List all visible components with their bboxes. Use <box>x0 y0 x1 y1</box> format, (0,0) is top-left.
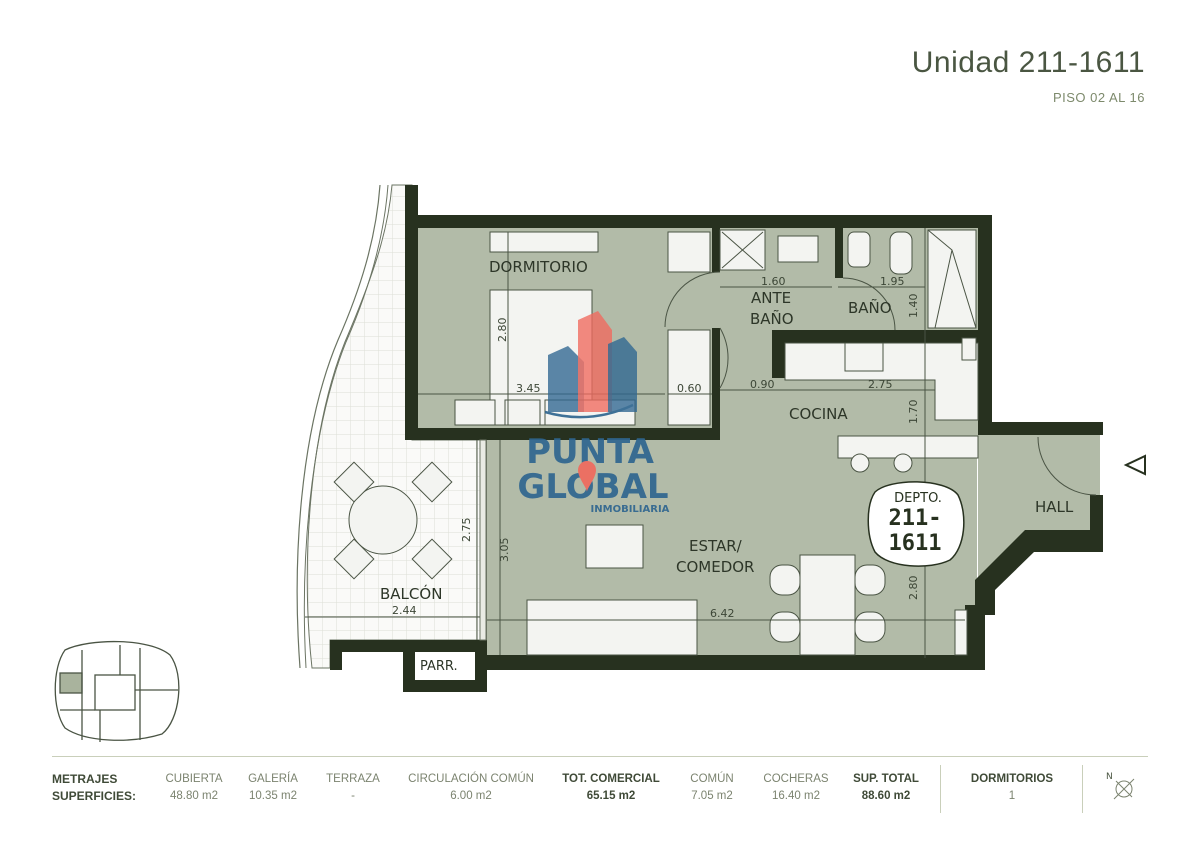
col-value: - <box>351 790 355 802</box>
room-dormitorio: DORMITORIO <box>489 258 588 276</box>
watermark-logo: PUNTA GLOBAL INMOBILIARIA <box>517 311 670 515</box>
col-value: 65.15 m2 <box>586 790 636 802</box>
col-value: 1 <box>1008 790 1016 802</box>
dim-bano-height: 1.40 <box>907 294 920 319</box>
balcony-railing-inner <box>303 184 389 669</box>
col-header: TOT. COMERCIAL <box>562 773 660 785</box>
room-bano: BAÑO <box>848 298 892 317</box>
watermark-line3: INMOBILIARIA <box>591 504 670 515</box>
room-labels: DORMITORIO ANTE BAÑO BAÑO COCINA ESTAR/ … <box>380 258 1074 674</box>
dim-bano-width: 1.95 <box>880 275 905 288</box>
col-terraza: TERRAZA - <box>322 771 384 805</box>
triangle-left-icon <box>1123 454 1146 476</box>
col-cubierta: CUBIERTA 48.80 m2 <box>162 771 226 805</box>
badge-label: DEPTO. <box>894 491 942 506</box>
label-line2: SUPERFICIES: <box>52 789 137 803</box>
col-circulacion: CIRCULACIÓN COMÚN 6.00 m2 <box>402 771 540 805</box>
col-header: COCHERAS <box>763 773 829 785</box>
furniture <box>333 229 1097 656</box>
dim-estar-height: 3.05 <box>498 538 511 563</box>
col-value: 16.40 m2 <box>772 790 820 802</box>
floor-range: PISO 02 AL 16 <box>1052 90 1145 105</box>
dim-dorm-height: 2.80 <box>496 318 509 343</box>
col-value: 10.35 m2 <box>249 790 297 802</box>
col-cocheras: COCHERAS 16.40 m2 <box>756 771 836 805</box>
room-estar-line2: COMEDOR <box>676 558 754 576</box>
key-plan <box>54 640 180 742</box>
walls <box>330 185 1103 692</box>
col-comun: COMÚN 7.05 m2 <box>682 771 742 805</box>
badge-line1: 211- <box>889 506 942 531</box>
dim-cocina-width: 2.75 <box>868 378 893 391</box>
surface-table: METRAJES SUPERFICIES: CUBIERTA 48.80 m2 G… <box>52 756 1148 813</box>
col-header: CUBIERTA <box>165 773 223 785</box>
room-hall: HALL <box>1035 498 1074 516</box>
col-header: TERRAZA <box>326 773 380 785</box>
dimension-lines <box>305 228 965 658</box>
dim-estar-right-height: 2.80 <box>907 576 920 601</box>
col-value: 88.60 m2 <box>861 790 911 802</box>
dim-ante-width: 1.60 <box>761 275 786 288</box>
dim-dorm-width: 3.45 <box>516 382 541 395</box>
north-compass-icon: N <box>1106 772 1135 800</box>
badge-line2: 1611 <box>889 531 942 556</box>
col-value: 48.80 m2 <box>170 790 218 802</box>
col-galeria: GALERÍA 10.35 m2 <box>242 771 304 805</box>
dim-balcon-width: 2.44 <box>392 604 417 617</box>
room-ante-bano-line2: BAÑO <box>750 309 794 328</box>
divider <box>940 765 941 813</box>
col-sup-total: SUP. TOTAL 88.60 m2 <box>848 771 924 805</box>
dim-balcon-height: 2.75 <box>460 518 473 543</box>
svg-text:N: N <box>1106 772 1113 782</box>
col-header: CIRCULACIÓN COMÚN <box>408 773 534 785</box>
room-balcon: BALCÓN <box>380 584 442 603</box>
col-header: GALERÍA <box>248 773 298 785</box>
unit-title: Unidad 211-1611 <box>911 46 1145 79</box>
dim-cocina-height: 1.70 <box>907 400 920 425</box>
room-cocina: COCINA <box>789 405 848 423</box>
room-parr: PARR. <box>420 659 458 674</box>
col-value: 6.00 m2 <box>450 790 492 802</box>
surface-label: METRAJES SUPERFICIES: <box>52 771 136 805</box>
dim-closet: 0.60 <box>677 382 702 395</box>
room-ante-bano-line1: ANTE <box>751 289 791 307</box>
dimension-labels: 3.45 2.80 0.60 1.60 1.95 1.40 0.90 2.75 … <box>392 275 920 620</box>
col-header: SUP. TOTAL <box>853 773 919 785</box>
room-estar-line1: ESTAR/ <box>689 537 743 555</box>
dim-passage: 0.90 <box>750 378 775 391</box>
col-header: DORMITORIOS <box>970 773 1054 785</box>
col-value: 7.05 m2 <box>691 790 733 802</box>
unit-badge: DEPTO. 211- 1611 <box>867 481 965 567</box>
col-dormitorios: DORMITORIOS 1 <box>952 771 1072 805</box>
col-tot-comercial: TOT. COMERCIAL 65.15 m2 <box>556 771 666 805</box>
balcony-railing <box>296 184 381 669</box>
label-line1: METRAJES <box>52 772 118 786</box>
divider <box>1082 765 1083 813</box>
dim-estar-width: 6.42 <box>710 607 735 620</box>
col-header: COMÚN <box>690 773 734 785</box>
